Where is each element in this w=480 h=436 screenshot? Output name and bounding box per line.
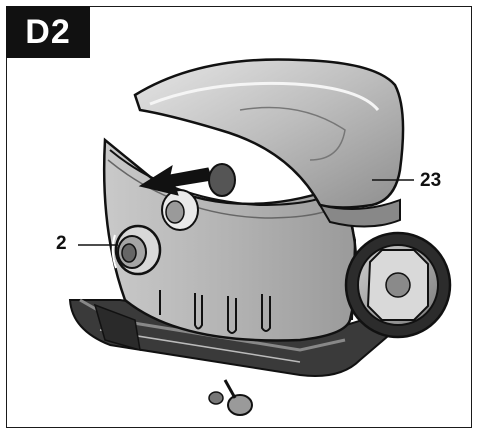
motor-head-lid bbox=[133, 58, 405, 228]
rear-wheel bbox=[344, 231, 452, 339]
leader-lines bbox=[78, 179, 414, 246]
release-button-icon bbox=[208, 163, 236, 197]
callout-part-2: 2 bbox=[56, 233, 67, 254]
left-arrow-icon bbox=[138, 164, 213, 196]
filter-socket bbox=[161, 189, 199, 231]
figure-badge: D2 bbox=[6, 6, 90, 58]
hose-inlet bbox=[111, 224, 162, 276]
callout-part-23: 23 bbox=[420, 170, 442, 191]
